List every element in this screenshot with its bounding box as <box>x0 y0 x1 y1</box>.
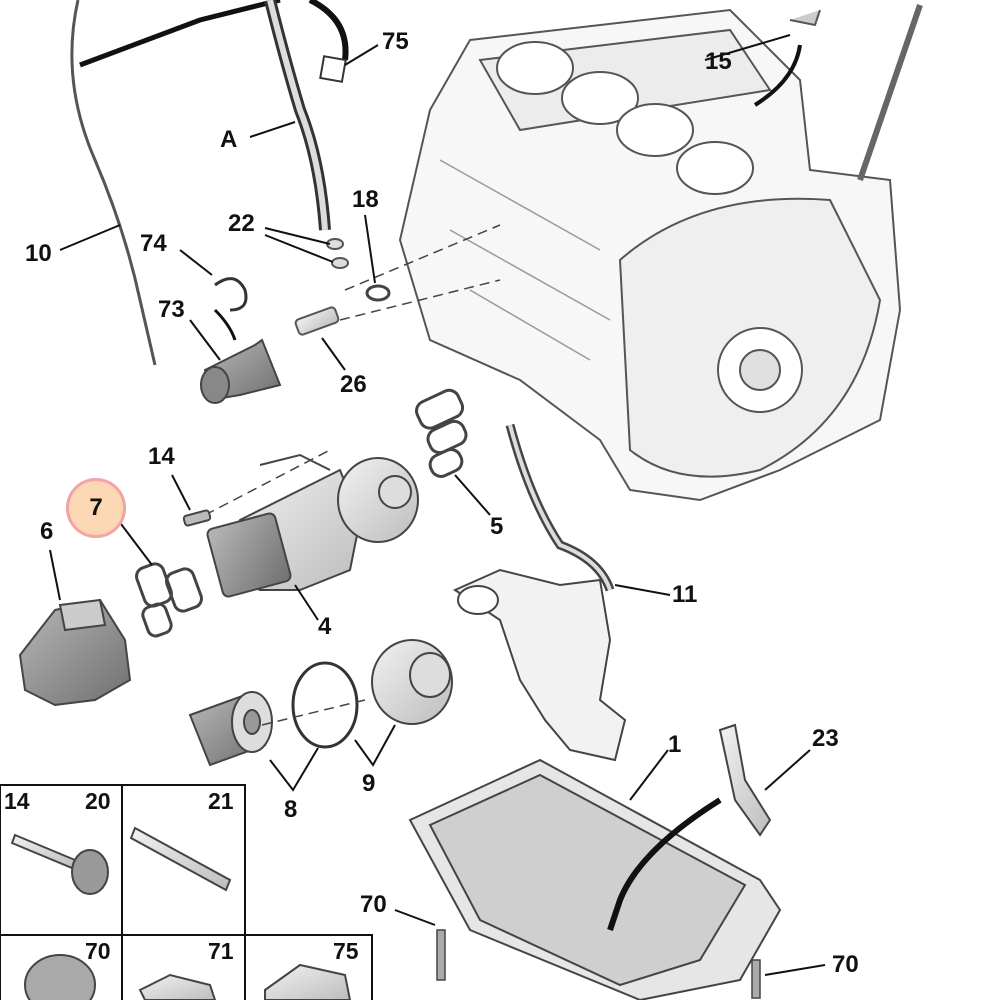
o-ring-8[interactable] <box>291 661 359 749</box>
callout-a: A <box>220 126 238 153</box>
callout-70-left: 70 <box>360 891 387 918</box>
sensor-23[interactable] <box>718 723 772 837</box>
callout-14: 14 <box>148 443 175 470</box>
stud-icon-21 <box>129 826 232 892</box>
callout-75: 75 <box>382 28 409 55</box>
inset-label-21: 21 <box>208 788 234 814</box>
callout-8: 8 <box>284 796 298 823</box>
bolt-icon-71 <box>138 973 217 1000</box>
inset-label-71: 71 <box>208 938 234 964</box>
bolt-icon-70 <box>24 954 96 1000</box>
engine-block[interactable] <box>398 8 902 502</box>
dipstick-10[interactable] <box>70 0 157 366</box>
washer-22b[interactable] <box>331 257 349 269</box>
filter-cap-9[interactable] <box>371 639 453 725</box>
oil-pump-bracket[interactable] <box>452 568 627 762</box>
clip-74[interactable] <box>214 277 248 312</box>
callout-9: 9 <box>362 770 376 797</box>
callout-22: 22 <box>228 210 255 237</box>
oil-cooler-6[interactable] <box>18 598 132 707</box>
callout-74: 74 <box>140 230 167 257</box>
fastener-inset-table <box>0 784 373 1000</box>
callout-70-right: 70 <box>832 951 859 978</box>
clip-75[interactable] <box>319 55 347 83</box>
sensor-15[interactable] <box>789 9 821 27</box>
gasket-5[interactable] <box>413 387 469 480</box>
inset-label-70: 70 <box>85 938 111 964</box>
callout-15: 15 <box>705 48 732 75</box>
callout-26: 26 <box>340 371 367 398</box>
leader-lines <box>49 34 826 976</box>
inset-label-75: 75 <box>333 938 359 964</box>
dipstick-tube-pan <box>607 797 722 931</box>
bolt-icon-14-20 <box>10 833 109 895</box>
filter-element-8[interactable] <box>188 691 273 767</box>
callout-10: 10 <box>25 240 52 267</box>
gasket-7[interactable] <box>134 561 204 638</box>
o-ring-18[interactable] <box>365 284 391 302</box>
callout-4: 4 <box>318 613 332 640</box>
oil-pan-1[interactable] <box>408 758 782 1000</box>
callout-73: 73 <box>158 296 185 323</box>
inset-label-14: 14 <box>4 788 30 814</box>
black-hose-top <box>79 0 281 68</box>
callout-18: 18 <box>352 186 379 213</box>
plug-icon-75 <box>264 963 352 1000</box>
dipstick-rod <box>857 4 923 181</box>
callout-6: 6 <box>40 518 54 545</box>
bolt-14[interactable] <box>182 509 212 527</box>
oil-filter-housing-4[interactable] <box>206 453 419 598</box>
callout-5: 5 <box>490 513 504 540</box>
callout-23: 23 <box>812 725 839 752</box>
black-cable-75 <box>308 0 349 61</box>
bolt-70-left[interactable] <box>436 929 446 981</box>
callout-7-highlighted[interactable]: 7 <box>66 478 126 538</box>
bolt-70-right[interactable] <box>751 959 761 999</box>
sensor-plug-26[interactable] <box>294 306 340 336</box>
callout-11: 11 <box>672 581 698 608</box>
funnel-73[interactable] <box>200 338 282 404</box>
callout-1: 1 <box>668 731 682 758</box>
inset-label-20: 20 <box>85 788 111 814</box>
